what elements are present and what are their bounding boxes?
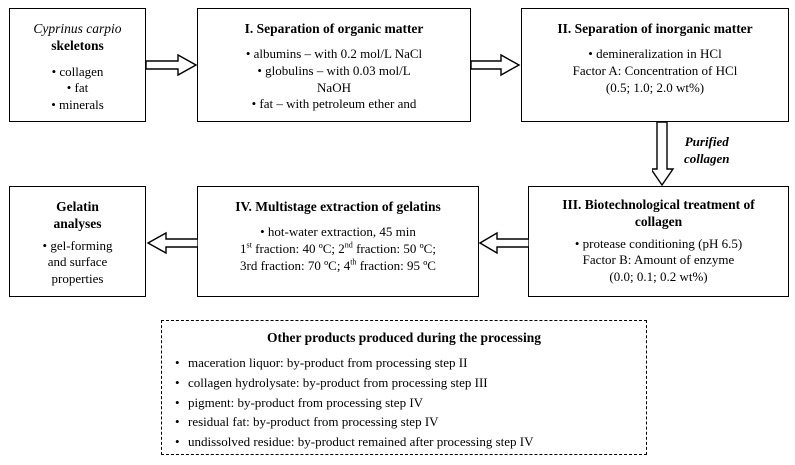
arrow-step2-to-step3 <box>652 122 678 187</box>
raw-material-item-minerals: minerals <box>10 97 145 114</box>
step-1-line-globulins: • globulins – with 0.03 mol/L <box>257 62 411 78</box>
analyses-line-gel-forming: • gel-forming <box>42 237 113 253</box>
step-1-title: I. Separation of organic matter <box>244 21 424 36</box>
step-3-line-protease: • protease conditioning (pH 6.5) <box>574 235 743 251</box>
frac1-b: fraction: 40 ºC; 2 <box>251 240 345 256</box>
step-4-title: IV. Multistage extraction of gelatins <box>235 199 441 214</box>
step-4-box: IV. Multistage extraction of gelatins • … <box>197 186 479 297</box>
step-4-line-fractions-1: 1st fraction: 40 ºC; 2nd fraction: 50 ºC… <box>198 241 478 258</box>
analyses-title-line2: analyses <box>53 216 102 232</box>
list-item: undissolved residue: by-product remained… <box>188 432 646 452</box>
other-products-list: maceration liquor: by-product from proce… <box>162 353 646 452</box>
other-products-panel: Other products produced during the proce… <box>161 320 647 455</box>
raw-material-box: Cyprinus carpio skeletons collagen fat m… <box>9 8 146 122</box>
step-3-title-line2: collagen <box>634 214 683 230</box>
edge-label-line1: Purified <box>684 134 729 149</box>
list-item: residual fat: by-product from processing… <box>188 412 646 432</box>
raw-material-item-collagen: collagen <box>10 64 145 81</box>
arrow-step3-to-step4 <box>479 231 529 255</box>
analyses-line-properties: properties <box>51 270 104 286</box>
step-2-box: II. Separation of inorganic matter • dem… <box>521 8 789 122</box>
spacer <box>198 37 470 46</box>
other-products-title: Other products produced during the proce… <box>267 330 541 345</box>
step-1-box: I. Separation of organic matter • albumi… <box>197 8 471 122</box>
frac1-a-sup: st <box>246 240 252 250</box>
step-1-line-albumins: • albumins – with 0.2 mol/L NaCl <box>245 46 423 62</box>
step-2-line-factor-a: Factor A: Concentration of HCl <box>572 62 738 78</box>
edge-label-line2: collagen <box>684 150 730 166</box>
arrow-step1-to-step2 <box>471 53 521 77</box>
frac2-a-sup: th <box>350 257 357 267</box>
frac2-b: fraction: 95 ºC <box>356 257 436 273</box>
step-3-box: III. Biotechnological treatment of colla… <box>528 186 789 297</box>
frac1-a: 1 <box>240 240 247 256</box>
frac2-a: 3rd fraction: 70 ºC; 4 <box>240 257 351 273</box>
step-2-title: II. Separation of inorganic matter <box>557 21 753 36</box>
raw-material-title-bold: skeletons <box>51 38 104 54</box>
list-item: collagen hydrolysate: by-product from pr… <box>188 373 646 393</box>
arrow-raw-to-step1 <box>146 53 198 77</box>
frac1-b-sup: nd <box>344 240 353 250</box>
step-3-line-factor-b: Factor B: Amount of enzyme <box>582 252 735 268</box>
analyses-line-and-surface: and surface <box>47 254 108 270</box>
step-2-line-demineralization: • demineralization in HCl <box>588 46 722 62</box>
step-1-line-naoh: NaOH <box>317 79 351 95</box>
frac1-c: fraction: 50 ºC; <box>352 240 436 256</box>
arrow-step4-to-analyses <box>146 231 198 255</box>
step-3-line-amounts: (0.0; 0.1; 0.2 wt%) <box>609 268 708 284</box>
step-4-line-fractions-2: 3rd fraction: 70 ºC; 4th fraction: 95 ºC <box>198 258 478 275</box>
edge-label-purified-collagen: Purified collagen <box>684 134 730 168</box>
spacer <box>198 215 478 224</box>
gelatin-analyses-box: Gelatin analyses • gel-forming and surfa… <box>9 186 146 297</box>
step-1-line-fat: • fat – with petroleum ether and <box>251 96 417 112</box>
spacer <box>522 37 788 46</box>
raw-material-title-italic: Cyprinus carpio <box>33 21 122 36</box>
list-item: maceration liquor: by-product from proce… <box>188 353 646 373</box>
raw-material-item-fat: fat <box>10 80 145 97</box>
spacer <box>10 55 145 64</box>
step-2-line-concentrations: (0.5; 1.0; 2.0 wt%) <box>605 79 705 95</box>
step-4-line-hotwater: • hot-water extraction, 45 min <box>260 224 416 240</box>
analyses-title-line1: Gelatin <box>56 199 99 214</box>
list-item: pigment: by-product from processing step… <box>188 393 646 413</box>
step-3-title-line1: III. Biotechnological treatment of <box>562 197 755 212</box>
